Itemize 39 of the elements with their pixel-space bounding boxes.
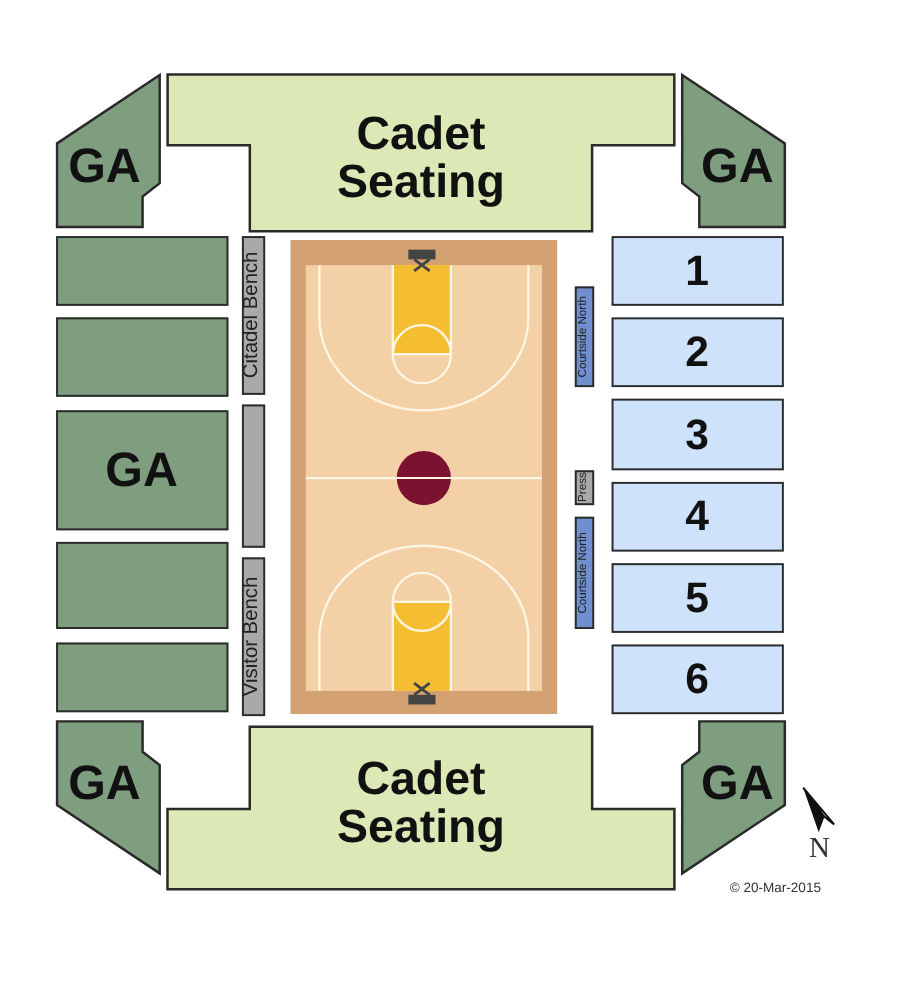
- section-label: GA: [701, 141, 774, 192]
- section-label: 1: [685, 248, 709, 293]
- bench-area: [241, 404, 266, 548]
- seating-section: [164, 73, 678, 233]
- section-label: 3: [685, 411, 709, 457]
- general-admission-section: [56, 410, 229, 531]
- team-bench: [241, 236, 266, 395]
- seating-section: [611, 481, 784, 552]
- team-bench: [241, 557, 266, 717]
- general-admission-section: [56, 73, 161, 229]
- seating-section: [611, 398, 784, 471]
- courtside-seating: [574, 286, 595, 388]
- compass-letter: N: [809, 836, 830, 866]
- section-label: 6: [685, 656, 709, 702]
- seating-section: [611, 644, 784, 715]
- seating-section: [56, 317, 229, 397]
- seating-section: [611, 236, 784, 306]
- bench-label: Citadel Bench: [242, 251, 264, 379]
- seating-section: [56, 236, 229, 306]
- section-label: Cadet Seating: [335, 754, 507, 852]
- general-admission-section: [56, 719, 161, 875]
- section-label: GA: [68, 758, 141, 810]
- seating-section: [611, 563, 784, 633]
- section-label: GA: [105, 444, 178, 496]
- section-label: GA: [701, 758, 774, 810]
- general-admission-section: [681, 73, 786, 229]
- seating-section: [611, 317, 784, 388]
- section-label: Cadet Seating: [335, 109, 507, 208]
- bench-label: Visitor Bench: [242, 576, 264, 696]
- section-label: 4: [685, 493, 709, 539]
- section-label: GA: [68, 141, 141, 192]
- section-label: 2: [685, 329, 709, 374]
- courtside-seating: [574, 516, 595, 629]
- general-admission-section: [681, 719, 786, 875]
- section-label: 5: [685, 575, 709, 620]
- press-area: [574, 470, 595, 506]
- seating-section: [56, 642, 229, 713]
- seating-section: [164, 725, 678, 891]
- seating-section: [56, 541, 229, 629]
